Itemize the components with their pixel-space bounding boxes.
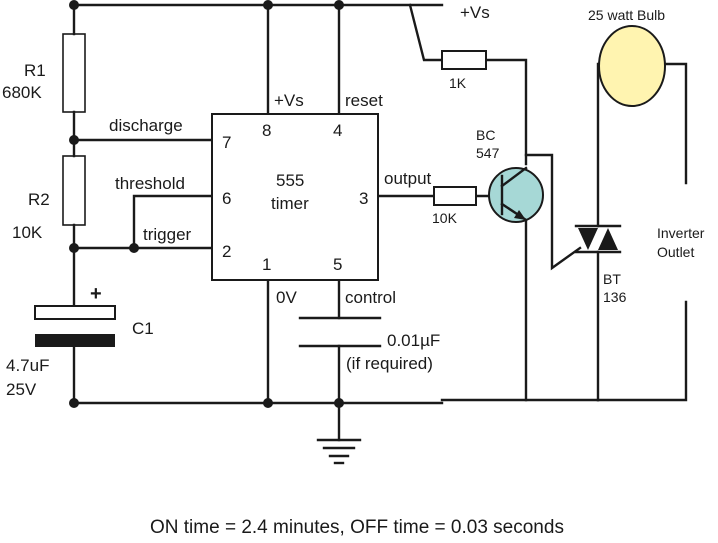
bulb-label: 25 watt Bulb xyxy=(588,7,665,23)
control-cap-value: 0.01µF xyxy=(387,331,440,350)
bulb-icon xyxy=(598,25,666,107)
pin-1-number: 1 xyxy=(262,255,271,274)
r-10k-label: 10K xyxy=(432,210,458,226)
discharge-label: discharge xyxy=(109,116,183,135)
c1-value: 4.7uF xyxy=(6,356,49,375)
junction-dot xyxy=(129,243,139,253)
trigger-label: trigger xyxy=(143,225,192,244)
pin-5-number: 5 xyxy=(333,255,342,274)
ic-ov-label: 0V xyxy=(276,288,297,307)
control-capacitor xyxy=(298,316,382,348)
outlet-bottom-wire xyxy=(596,300,688,402)
collector-to-gate-wire xyxy=(524,153,582,271)
r1k-feed-wire xyxy=(408,3,444,62)
c1-plus-sign: + xyxy=(90,283,102,305)
r2-name: R2 xyxy=(28,190,50,209)
r1k-to-collector-wire xyxy=(484,58,528,166)
r-1k-resistor xyxy=(441,50,487,70)
bc547-label-bc: BC xyxy=(476,127,495,143)
inverter-label-1: Inverter xyxy=(657,225,705,241)
c1-capacitor xyxy=(34,305,116,347)
c1-voltage: 25V xyxy=(6,380,37,399)
r-1k-label: 1K xyxy=(449,75,467,91)
ground-symbol xyxy=(316,438,362,465)
threshold-label: threshold xyxy=(115,174,185,193)
pin-6-number: 6 xyxy=(222,189,231,208)
vs-top-label: +Vs xyxy=(460,3,490,22)
r2-value: 10K xyxy=(12,223,43,242)
control-cap-note: (if required) xyxy=(346,354,433,373)
bc547-label-547: 547 xyxy=(476,145,500,161)
junction-dot xyxy=(334,0,344,10)
bulb-right-wire xyxy=(663,62,688,185)
r1-name: R1 xyxy=(24,61,46,80)
junction-dot xyxy=(69,135,79,145)
r2-resistor xyxy=(62,155,86,226)
junction-dot xyxy=(69,398,79,408)
pin-2-number: 2 xyxy=(222,242,231,261)
r-10k-resistor xyxy=(433,186,477,206)
ic-555-body xyxy=(211,113,379,281)
pin-7-number: 7 xyxy=(222,133,231,152)
ic-name-timer: timer xyxy=(271,194,309,213)
bt136-triac xyxy=(574,224,622,254)
pin-4-number: 4 xyxy=(333,121,342,140)
junction-dot xyxy=(334,398,344,408)
timing-caption: ON time = 2.4 minutes, OFF time = 0.03 s… xyxy=(150,517,564,538)
bt136-label-136: 136 xyxy=(603,289,627,305)
ic-control-label: control xyxy=(345,288,396,307)
threshold-wire xyxy=(132,194,214,250)
ic-reset-label: reset xyxy=(345,91,383,110)
r1-value: 680K xyxy=(2,83,42,102)
junction-dot xyxy=(263,398,273,408)
r1-resistor xyxy=(62,33,86,113)
pin-8-number: 8 xyxy=(262,121,271,140)
ic-name-555: 555 xyxy=(276,171,304,190)
wires xyxy=(72,3,688,442)
ic-vs-label: +Vs xyxy=(274,91,304,110)
junction-dot xyxy=(69,0,79,10)
pin-3-number: 3 xyxy=(359,189,368,208)
inverter-label-2: Outlet xyxy=(657,244,694,260)
ic-output-label: output xyxy=(384,169,432,188)
junctions xyxy=(69,0,344,408)
bc547-transistor xyxy=(488,166,544,223)
junction-dot xyxy=(69,243,79,253)
junction-dot xyxy=(263,0,273,10)
c1-name: C1 xyxy=(132,319,154,338)
bt136-label-bt: BT xyxy=(603,271,621,287)
